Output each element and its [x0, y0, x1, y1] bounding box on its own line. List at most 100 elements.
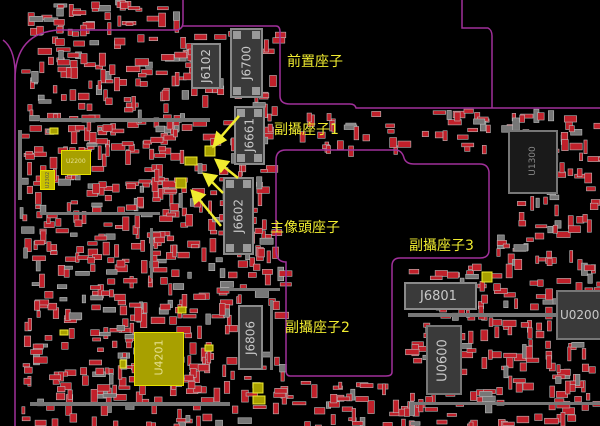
chip-u2200[interactable]: U2200: [61, 150, 91, 175]
smd-part: [104, 194, 112, 202]
smd-part: [479, 391, 493, 397]
smd-part: [161, 89, 170, 101]
smd-part: [535, 294, 546, 299]
smd-part: [579, 152, 583, 161]
smd-part: [272, 300, 280, 310]
smd-part: [197, 325, 202, 339]
annotation-sub-camera-1: 副攝座子1: [274, 122, 339, 138]
smd-part: [561, 139, 569, 151]
smd-part: [95, 367, 104, 375]
smd-part: [274, 356, 280, 366]
highlighted-part: [204, 344, 214, 352]
connector-j6602[interactable]: J6602: [223, 177, 254, 255]
smd-part: [556, 231, 571, 238]
smd-part: [141, 69, 153, 76]
smd-part: [57, 386, 66, 393]
smd-part: [514, 298, 518, 309]
smd-part: [86, 103, 93, 111]
connector-j6806[interactable]: J6806: [238, 305, 263, 370]
smd-part: [576, 168, 583, 178]
smd-part: [94, 235, 108, 241]
smd-part: [35, 192, 42, 205]
smd-part: [91, 202, 103, 208]
smd-part: [514, 258, 523, 270]
smd-part: [584, 264, 596, 271]
silkscreen-bar: [410, 402, 600, 405]
chip-u4201[interactable]: U4201: [134, 332, 184, 386]
smd-part: [272, 402, 279, 415]
smd-part: [149, 422, 156, 426]
smd-part: [252, 405, 267, 409]
smd-part: [503, 352, 517, 359]
smd-part: [185, 214, 193, 227]
smd-part: [583, 139, 588, 154]
smd-part: [536, 322, 543, 331]
connector-label: J6801: [420, 289, 457, 304]
smd-part: [105, 97, 113, 105]
smd-part: [249, 257, 256, 267]
silkscreen-bar: [150, 228, 153, 278]
smd-part: [582, 214, 588, 223]
silkscreen-bar: [30, 402, 230, 406]
smd-part: [146, 421, 152, 426]
smd-part: [21, 416, 31, 422]
highlighted-part: [252, 382, 264, 394]
smd-part: [436, 419, 448, 425]
smd-part: [496, 248, 501, 257]
smd-part: [367, 400, 375, 414]
smd-part: [141, 260, 148, 274]
smd-part: [271, 106, 278, 116]
smd-part: [503, 292, 516, 298]
chip-u0200[interactable]: U0200: [556, 290, 600, 340]
smd-part: [565, 380, 571, 395]
smd-part: [57, 284, 68, 289]
smd-part: [81, 294, 86, 304]
smd-part: [405, 348, 420, 356]
smd-part: [546, 355, 552, 369]
smd-part: [55, 218, 62, 227]
highlighted-part: [204, 145, 216, 157]
outline-front: [182, 25, 600, 109]
smd-part: [70, 200, 78, 205]
smd-part: [102, 241, 110, 256]
smd-part: [23, 247, 28, 259]
smd-part: [69, 413, 78, 423]
smd-part: [70, 232, 78, 237]
smd-part: [44, 335, 53, 341]
smd-part: [547, 226, 553, 234]
smd-part: [253, 263, 261, 271]
connector-j6661[interactable]: J6661: [234, 106, 265, 165]
smd-part: [472, 263, 482, 272]
connector-j6102[interactable]: J6102: [191, 43, 221, 89]
smd-part: [317, 131, 326, 139]
chip-u0600[interactable]: U0600: [426, 325, 462, 395]
smd-part: [22, 214, 28, 222]
smd-part: [68, 328, 75, 339]
smd-part: [266, 250, 271, 264]
smd-part: [528, 339, 533, 347]
smd-part: [206, 351, 212, 364]
smd-part: [351, 421, 364, 426]
smd-part: [571, 341, 585, 348]
smd-part: [567, 414, 577, 422]
smd-part: [265, 165, 279, 173]
chip-u2302[interactable]: U2302: [40, 170, 55, 190]
smd-part: [485, 124, 491, 134]
smd-part: [150, 316, 166, 324]
chip-u1300[interactable]: U1300: [508, 130, 558, 194]
smd-part: [515, 382, 523, 393]
arrow-icon: [213, 158, 239, 179]
chip-label: U0200: [560, 308, 600, 322]
connector-j6801[interactable]: J6801: [404, 282, 477, 310]
smd-part: [362, 134, 370, 142]
silkscreen-bar: [40, 118, 210, 122]
smd-part: [80, 367, 88, 376]
smd-part: [102, 153, 107, 167]
smd-part: [581, 363, 589, 372]
smd-part: [463, 108, 474, 114]
highlighted-part: [252, 395, 266, 405]
smd-part: [209, 238, 217, 253]
smd-part: [91, 165, 105, 172]
smd-part: [158, 145, 167, 152]
connector-j6700[interactable]: J6700: [230, 28, 263, 98]
